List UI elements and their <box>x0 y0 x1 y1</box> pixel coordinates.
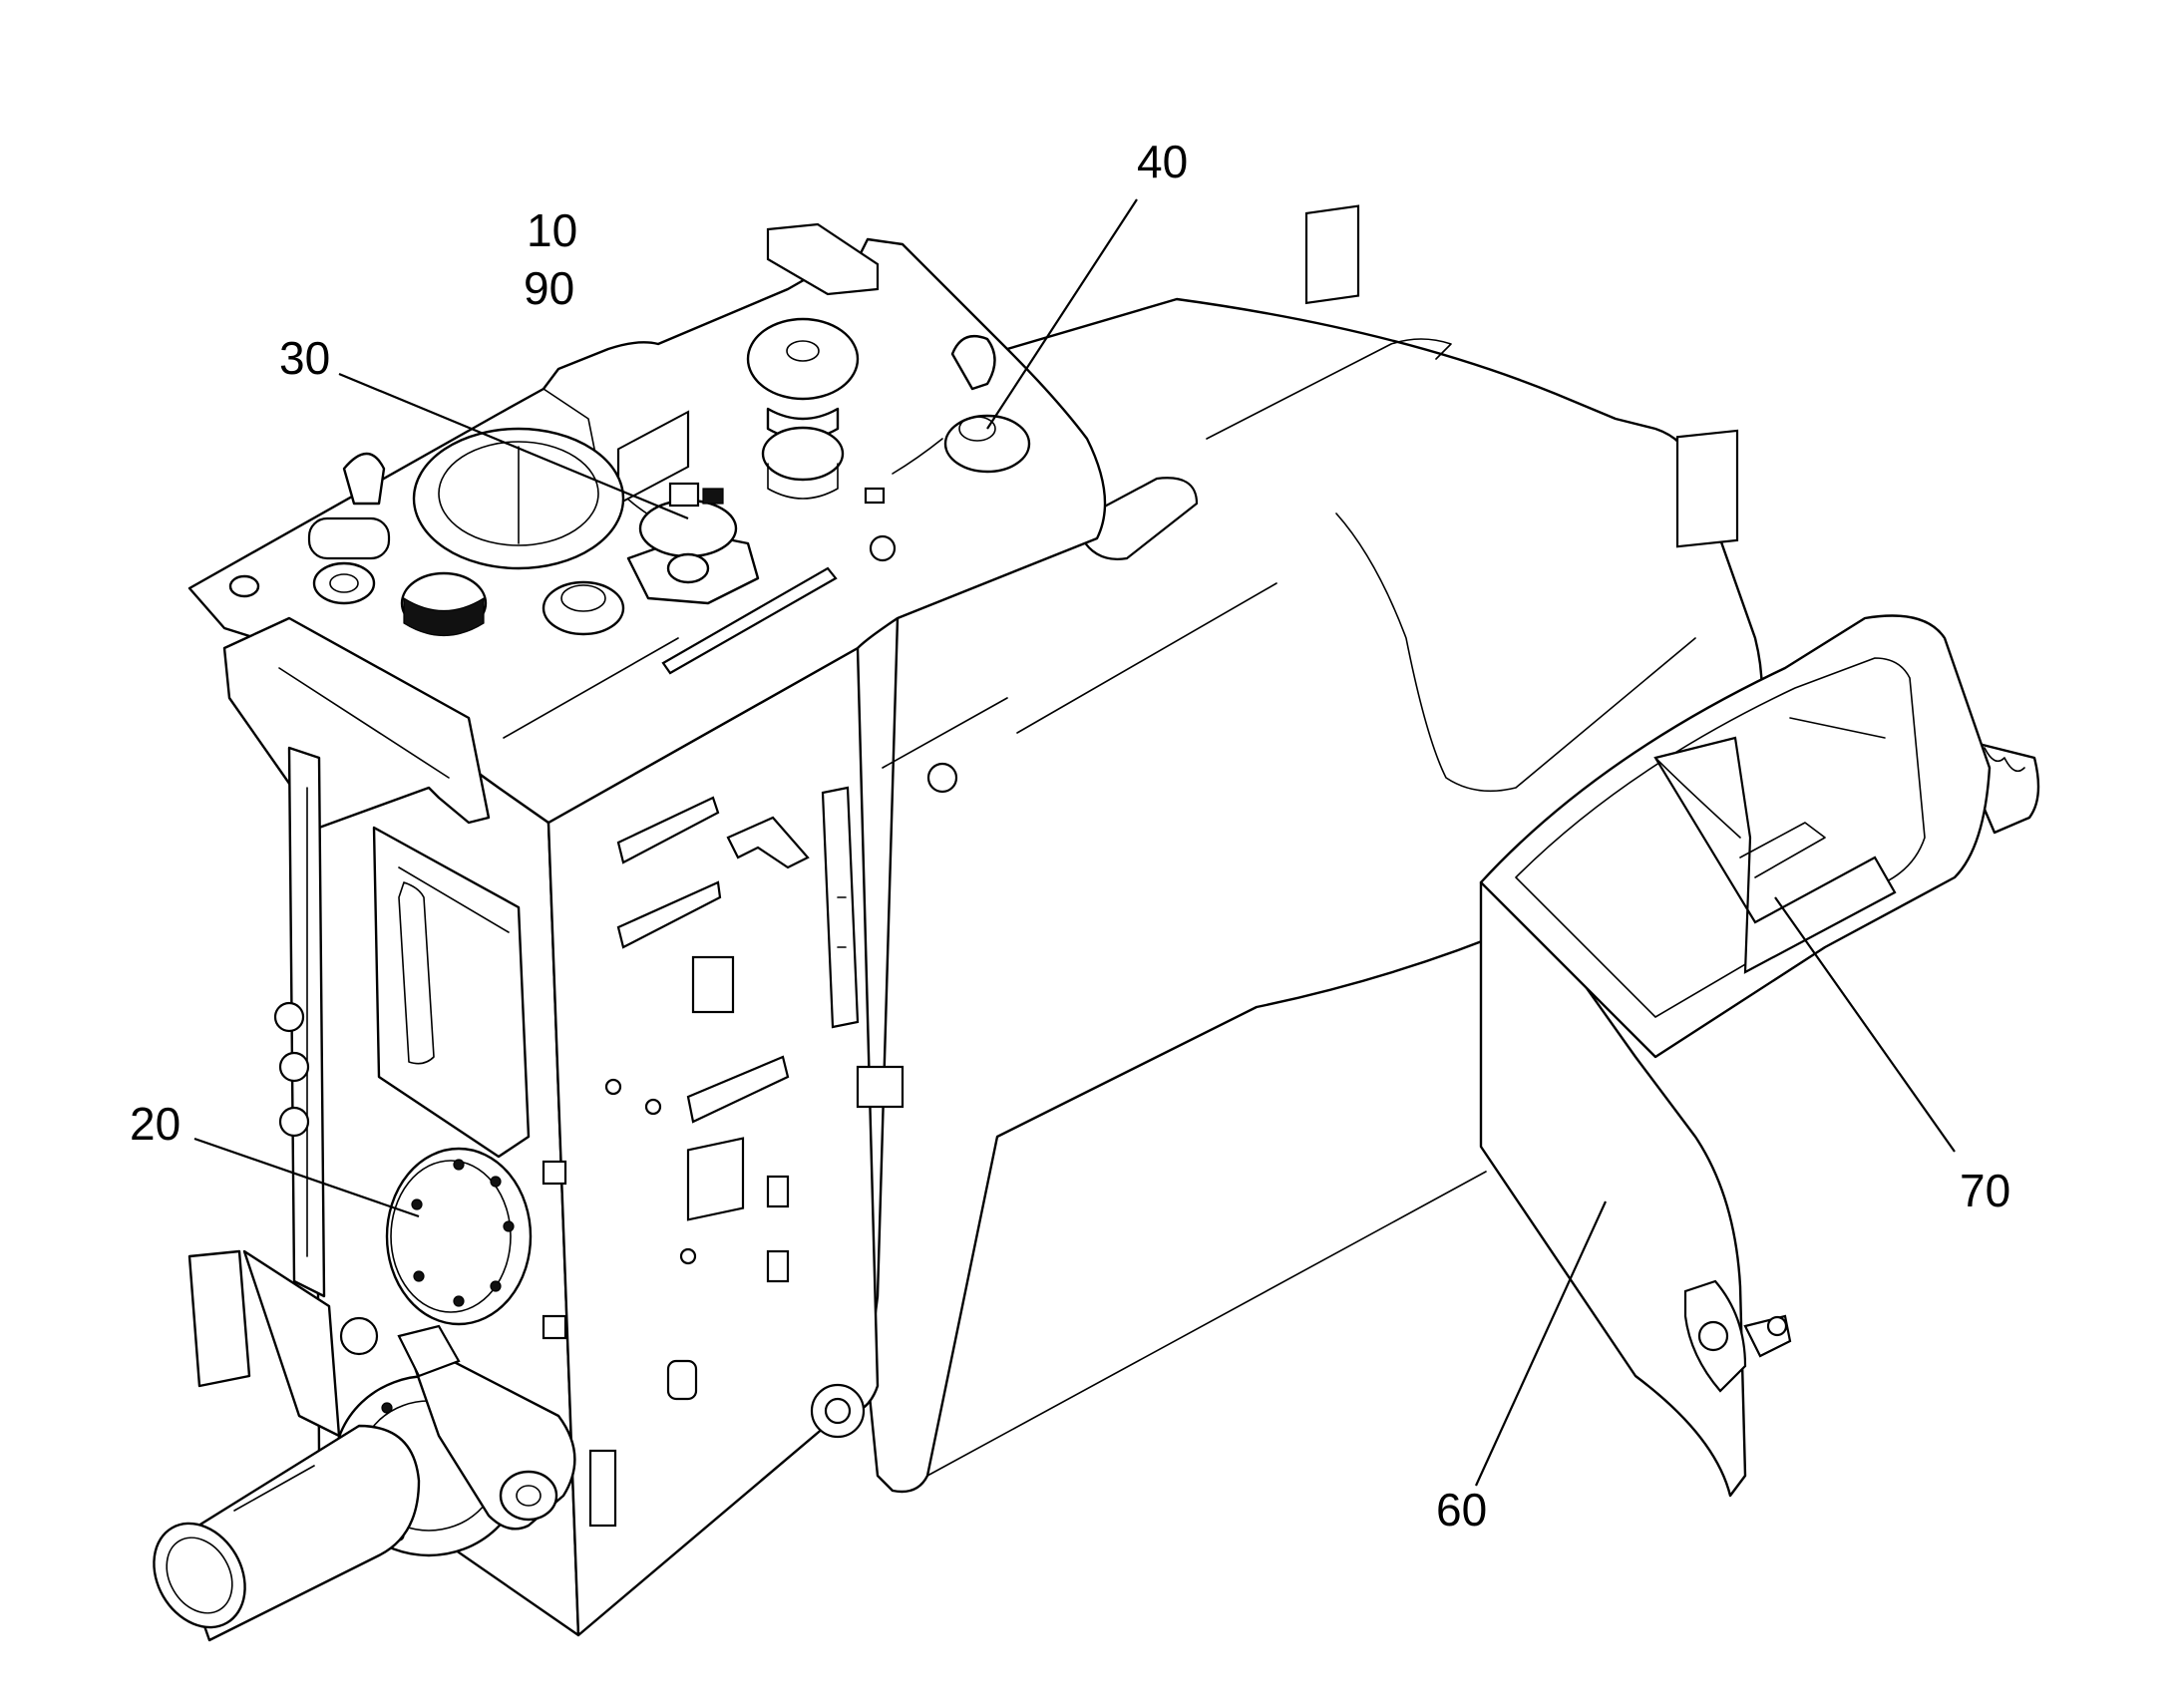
leader-60 <box>1474 1200 1608 1487</box>
callout-10: 10 <box>527 204 577 256</box>
opening-frame <box>1479 614 1992 1059</box>
top-fittings <box>228 317 1031 675</box>
callout-60: 60 <box>1436 1484 1487 1536</box>
leader-20 <box>193 1137 420 1218</box>
shaft-assembly <box>153 1249 617 1642</box>
leader-70 <box>1774 896 1956 1153</box>
callout-40: 40 <box>1137 136 1188 187</box>
door-panel <box>1479 865 1792 1498</box>
rear-housing <box>836 204 2040 1494</box>
leader-lines <box>193 198 1956 1487</box>
callout-labels: 10 90 30 40 20 70 60 <box>130 136 2010 1536</box>
leader-30 <box>338 372 689 520</box>
callout-90: 90 <box>524 262 574 314</box>
leader-40 <box>986 198 1138 430</box>
callout-70: 70 <box>1960 1165 2010 1216</box>
callout-20: 20 <box>130 1098 181 1150</box>
callout-30: 30 <box>279 332 330 384</box>
